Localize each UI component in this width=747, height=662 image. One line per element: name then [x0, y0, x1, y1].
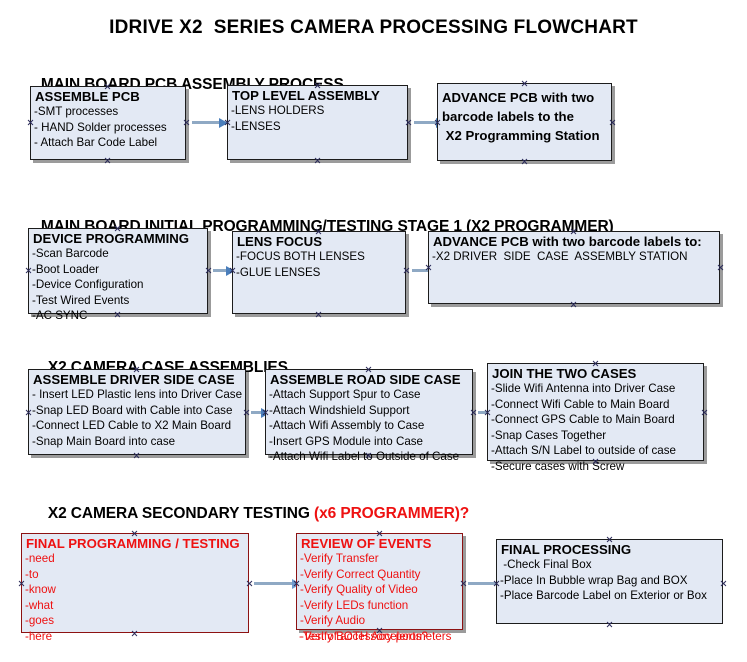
node-top-level-assembly[interactable]: TOP LEVEL ASSEMBLY -LENS HOLDERS -LENSES	[227, 85, 408, 160]
node-line: -GLUE LENSES	[236, 265, 321, 279]
arrow-top-level-assembly-to-advance-pcb	[414, 117, 445, 128]
node-assemble-road-side-case[interactable]: ASSEMBLE ROAD SIDE CASE -Attach Support …	[265, 369, 473, 463]
node-title: FINAL PROCESSING	[501, 542, 632, 557]
node-title: ASSEMBLE DRIVER SIDE CASE	[33, 372, 235, 387]
node-line: - Insert LED Plastic lens into Driver Ca…	[32, 388, 243, 401]
node-line: -what	[25, 598, 54, 612]
page-title: IDRIVE X2 SERIES CAMERA PROCESSING FLOWC…	[109, 17, 638, 38]
node-line: -Attach Wifi Label to Outside of Case	[269, 450, 460, 463]
node-overflow-line: -Test of accessory ports?	[299, 630, 428, 643]
node-line: -Snap Main Board into case	[32, 434, 176, 448]
node-assemble-driver-side-case[interactable]: ASSEMBLE DRIVER SIDE CASE - Insert LED P…	[28, 369, 246, 455]
arrow-final-programming-to-review-of-events	[254, 578, 301, 589]
arrow-driver-side-to-road-side	[251, 407, 270, 418]
node-line: -Attach Support Spur to Case	[269, 388, 421, 401]
node-line: -Snap LED Board with Cable into Case	[32, 403, 233, 417]
node-title: DEVICE PROGRAMMING	[33, 231, 190, 246]
node-line: -Verify Correct Quantity	[300, 567, 421, 581]
node-line: -AC SYNC	[32, 309, 88, 322]
arrow-device-programming-to-lens-focus	[213, 265, 235, 276]
node-line: -Device Configuration	[32, 278, 144, 291]
section-heading-x2-camera-secondary-testing: X2 CAMERA SECONDARY TESTING (x6 PROGRAMM…	[31, 487, 469, 541]
node-line: -know	[25, 583, 56, 596]
node-title: REVIEW OF EVENTS	[301, 536, 432, 551]
node-line: -Attach Wifi Assembly to Case	[269, 419, 425, 432]
node-line: -Slide Wifi Antenna into Driver Case	[491, 382, 676, 395]
node-advance-pcb-programming-station[interactable]: ADVANCE PCB with two barcode labels to t…	[437, 83, 612, 161]
node-line: -Verify Quality of Video	[300, 583, 418, 596]
node-title: JOIN THE TWO CASES	[492, 366, 637, 381]
node-line: -Connect Wifi Cable to Main Board	[491, 397, 670, 411]
node-line: -Attach S/N Label to outside of case	[491, 444, 676, 457]
node-line: -Verify LEDs function	[300, 598, 409, 612]
node-advance-pcb-driver-side-station[interactable]: ADVANCE PCB with two barcode labels to: …	[428, 231, 720, 304]
node-line: -Insert GPS Module into Case	[269, 434, 424, 448]
node-title: TOP LEVEL ASSEMBLY	[232, 88, 380, 103]
node-line: -Place Barcode Label on Exterior or Box	[500, 589, 707, 602]
node-line: -Snap Cases Together	[491, 428, 607, 442]
node-line: -Scan Barcode	[32, 247, 109, 260]
section-heading-text: X2 CAMERA SECONDARY TESTING	[47, 505, 315, 522]
node-title: ASSEMBLE ROAD SIDE CASE	[270, 372, 461, 387]
node-line: -FOCUS BOTH LENSES	[236, 250, 365, 263]
node-final-processing[interactable]: FINAL PROCESSING -Check Final Box -Place…	[496, 539, 723, 624]
node-title: LENS FOCUS	[237, 234, 322, 249]
node-line: -LENSES	[231, 119, 281, 133]
node-line: -Connect LED Cable to X2 Main Board	[32, 419, 232, 432]
node-title: ASSEMBLE PCB	[35, 89, 140, 104]
node-line: - Attach Bar Code Label	[34, 136, 158, 149]
node-title: FINAL PROGRAMMING / TESTING	[26, 536, 240, 551]
node-line: -LENS HOLDERS	[231, 104, 325, 117]
node-device-programming[interactable]: DEVICE PROGRAMMING -Scan Barcode -Boot L…	[28, 228, 208, 322]
arrow-lens-focus-to-advance-pcb	[412, 265, 437, 276]
node-line: -Place In Bubble wrap Bag and BOX	[500, 573, 688, 587]
node-line: -X2 DRIVER SIDE CASE ASSEMBLY STATION	[432, 250, 688, 263]
node-line: -Boot Loader	[32, 262, 100, 276]
node-line: -need	[25, 552, 55, 565]
node-line: - HAND Solder processes	[34, 120, 167, 134]
node-review-of-events[interactable]: REVIEW OF EVENTS -Verify Transfer -Verif…	[296, 533, 463, 643]
node-line: -SMT processes	[34, 105, 119, 118]
node-line: -Connect GPS Cable to Main Board	[491, 413, 675, 426]
node-line: -Verify Audio	[300, 614, 366, 627]
node-title: ADVANCE PCB with two barcode labels to:	[433, 234, 702, 249]
node-line: -Check Final Box	[500, 558, 592, 571]
node-line: -Secure cases with Screw	[491, 459, 625, 473]
node-lens-focus[interactable]: LENS FOCUS -FOCUS BOTH LENSES -GLUE LENS…	[232, 231, 406, 314]
node-line: -Test Wired Events	[32, 293, 130, 307]
node-final-programming-testing[interactable]: FINAL PROGRAMMING / TESTING -need -to -k…	[21, 533, 249, 643]
node-assemble-pcb[interactable]: ASSEMBLE PCB -SMT processes - HAND Solde…	[30, 86, 186, 160]
node-join-the-two-cases[interactable]: JOIN THE TWO CASES -Slide Wifi Antenna i…	[487, 363, 704, 473]
node-line: -Attach Windshield Support	[269, 403, 410, 417]
node-title: ADVANCE PCB with two barcode labels to t…	[442, 90, 600, 143]
arrow-review-of-events-to-final-processing	[468, 578, 506, 589]
node-line: -goes	[25, 614, 55, 627]
node-line: -Verify Transfer	[300, 552, 379, 565]
node-line: -Verify BOTH Accelerometers	[300, 629, 452, 643]
node-line: -here	[25, 629, 53, 643]
node-line: -to	[25, 567, 39, 581]
arrow-assemble-pcb-to-top-level-assembly	[192, 117, 228, 128]
section-heading-accent: (x6 PROGRAMMER)?	[314, 505, 470, 522]
